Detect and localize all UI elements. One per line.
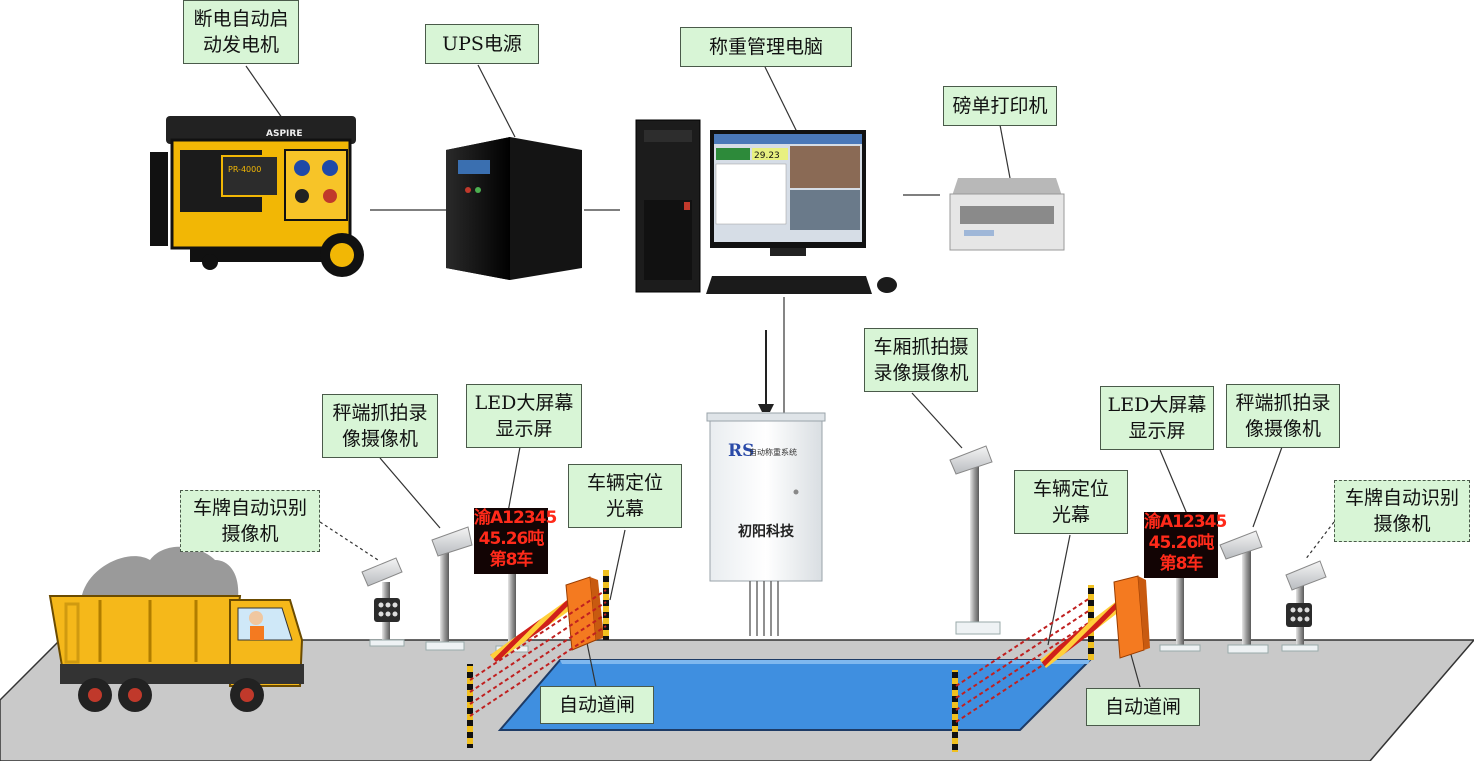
label-plate-camera-right: 车牌自动识别 摄像机 <box>1334 480 1470 542</box>
monitor-weight-text: 29.23 <box>754 151 780 161</box>
led-queue-text: 第8车 <box>1159 554 1204 574</box>
label-generator: 断电自动启 动发电机 <box>183 0 299 64</box>
pole-cameras <box>361 445 1327 654</box>
label-gate-right: 自动道闸 <box>1086 688 1200 726</box>
led-plate-text: 渝A12345 <box>474 508 557 528</box>
label-ups: UPS电源 <box>425 24 539 64</box>
generator-model-text: PR-4000 <box>228 165 261 174</box>
label-computer: 称重管理电脑 <box>680 27 852 67</box>
ups-image <box>446 137 582 280</box>
generator-brand-text: ASPIRE <box>266 129 302 139</box>
truck-image <box>48 546 304 712</box>
label-light-curtain-left: 车辆定位 光幕 <box>568 464 682 528</box>
label-plate-camera-left: 车牌自动识别 摄像机 <box>180 490 320 552</box>
led-plate-text: 渝A12345 <box>1144 512 1227 532</box>
label-light-curtain-right: 车辆定位 光幕 <box>1014 470 1128 534</box>
label-cargo-camera: 车厢抓拍摄 录像摄像机 <box>864 328 978 392</box>
generator-image: ASPIRE PR-4000 <box>150 116 364 277</box>
printer-image <box>949 178 1065 251</box>
label-led-left: LED大屏幕 显示屏 <box>466 384 582 448</box>
led-display-right: 渝A12345 45.26吨 第8车 <box>1144 512 1227 578</box>
pc-tower-image <box>635 119 701 293</box>
led-weight-text: 45.26吨 <box>1148 533 1215 553</box>
label-led-right: LED大屏幕 显示屏 <box>1100 386 1214 450</box>
gates-and-curtains <box>467 570 1150 752</box>
led-display-left: 渝A12345 45.26吨 第8车 <box>474 508 557 574</box>
cabinet-system-name: 自动称重系统 <box>749 448 797 457</box>
label-scale-camera-right: 秤端抓拍录 像摄像机 <box>1226 384 1340 448</box>
control-cabinet <box>706 330 826 636</box>
connection-lines <box>245 64 1335 688</box>
monitor-image: 29.23 <box>706 130 897 294</box>
cabinet-company: 初阳科技 <box>738 524 794 540</box>
led-queue-text: 第8车 <box>489 550 534 570</box>
label-scale-camera-left: 秤端抓拍录 像摄像机 <box>322 394 438 458</box>
label-printer: 磅单打印机 <box>943 86 1057 126</box>
led-weight-text: 45.26吨 <box>478 529 545 549</box>
label-gate-left: 自动道闸 <box>540 686 654 724</box>
cabinet-logo: RS <box>728 441 755 461</box>
